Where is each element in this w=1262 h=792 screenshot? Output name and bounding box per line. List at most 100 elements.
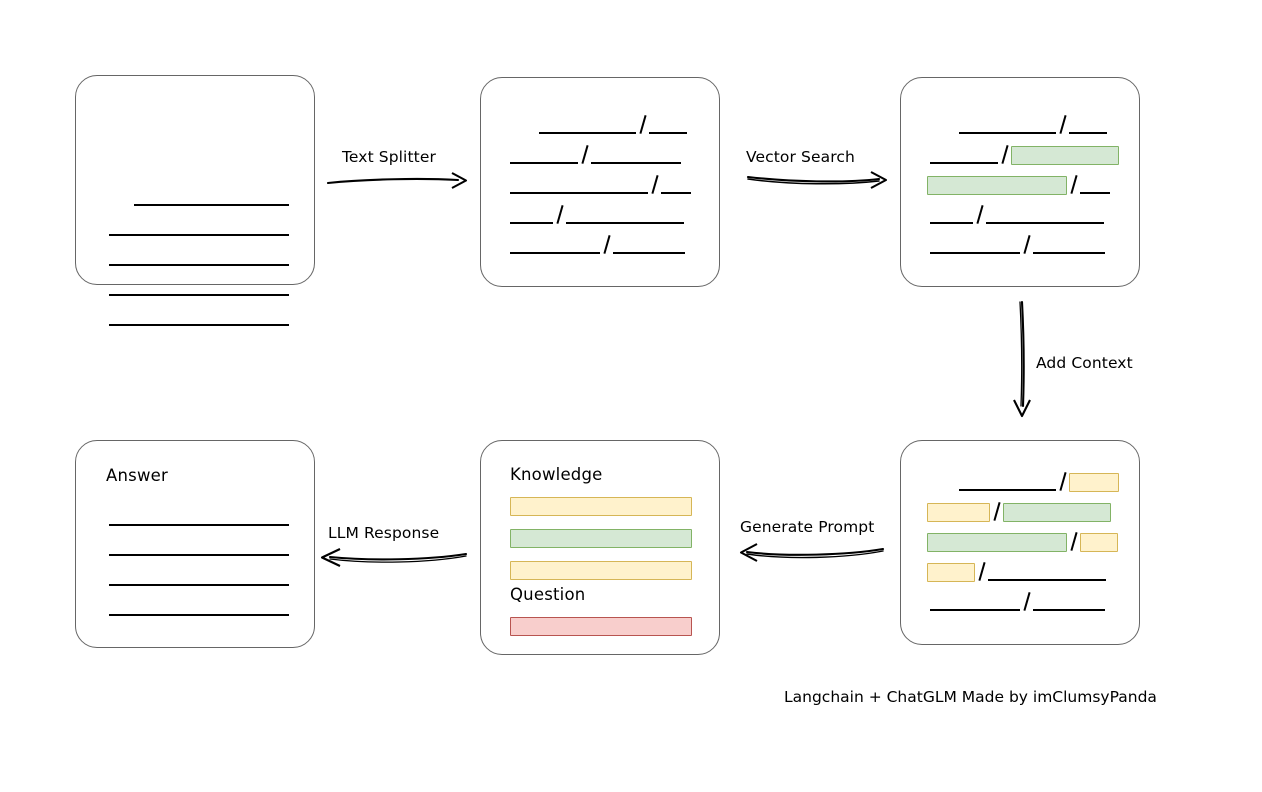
document-line [134,186,289,208]
document-line [927,561,1106,583]
text-line-segment [930,234,1020,256]
prompt-question-chunk [481,441,719,654]
edge-vector-search-arrow [746,171,888,189]
source-document-box[interactable] [75,75,315,326]
document-line [927,174,1110,196]
diagram-caption: Langchain + ChatGLM Made by imClumsyPand… [784,688,1157,706]
document-line [927,501,1111,523]
text-line-segment [1033,234,1105,256]
document-line [510,527,692,549]
context-document-box[interactable] [900,440,1140,645]
chunk-separator-icon [1056,114,1069,136]
chunk-separator-icon [973,204,986,226]
chunk-separator-icon [578,144,591,166]
answer-label: Answer [106,466,168,485]
document-line [539,114,687,136]
text-line-segment [134,186,289,208]
text-line-segment [109,216,289,238]
document-line [959,114,1107,136]
text-line-segment [1080,174,1110,196]
text-line-segment [613,234,685,256]
text-line-segment [109,306,289,328]
document-line [109,306,289,328]
document-line [109,566,289,588]
document-line [930,144,1119,166]
knowledge-chunk-yellow [510,560,692,580]
question-chunk-red [510,616,692,636]
document-line [109,216,289,238]
question-label: Question [510,585,586,604]
document-line [109,246,289,268]
document-line [109,506,289,528]
chunk-separator-icon [1020,234,1033,256]
text-line-segment [988,561,1106,583]
text-line-segment [1069,114,1107,136]
context-chunk-highlight [1069,472,1119,492]
document-line [927,531,1118,553]
edge-generate-prompt-arrow [739,543,885,562]
text-line-segment [959,471,1056,493]
chunk-separator-icon [648,174,661,196]
text-line-segment [649,114,687,136]
prompt-box[interactable]: Knowledge Question [480,440,720,655]
split-document-box[interactable] [480,77,720,287]
edge-vector-search-label: Vector Search [746,148,855,166]
text-line-segment [510,144,578,166]
split-document-lines [481,78,719,286]
chunk-separator-icon [990,501,1003,523]
document-line [930,204,1104,226]
knowledge-label: Knowledge [510,465,603,484]
prompt-knowledge-chunks [481,441,719,654]
text-line-segment [510,204,553,226]
edge-add-context-arrow [1013,300,1031,418]
chunk-separator-icon [1067,531,1080,553]
edge-llm-response-arrow [320,548,468,567]
knowledge-chunk-green [510,528,692,548]
text-line-segment [930,204,973,226]
text-line-segment [510,234,600,256]
text-line-segment [109,566,289,588]
document-line [510,204,684,226]
chunk-separator-icon [553,204,566,226]
text-line-segment [566,204,684,226]
knowledge-chunk-yellow [510,496,692,516]
text-line-segment [930,144,998,166]
chunk-separator-icon [1020,591,1033,613]
text-line-segment [591,144,681,166]
answer-lines [76,441,314,647]
context-chunk-highlight [1080,532,1118,552]
chunk-separator-icon [1067,174,1080,196]
edge-add-context-label: Add Context [1036,354,1133,372]
document-line [959,471,1119,493]
source-document-lines [76,76,314,326]
document-line [510,559,692,581]
text-line-segment [986,204,1104,226]
document-line [930,591,1105,613]
retrieved-chunk-highlight [1003,502,1111,522]
document-line [930,234,1105,256]
chunk-separator-icon [975,561,988,583]
document-line [510,495,692,517]
text-line-segment [510,174,648,196]
document-line [109,276,289,298]
text-line-segment [109,246,289,268]
context-chunk-highlight [927,502,990,522]
text-line-segment [661,174,691,196]
document-line [109,596,289,618]
text-line-segment [109,506,289,528]
text-line-segment [539,114,636,136]
retrieved-chunk-highlight [927,175,1067,195]
text-line-segment [109,596,289,618]
text-line-segment [930,591,1020,613]
text-line-segment [959,114,1056,136]
chunk-separator-icon [600,234,613,256]
vector-search-result-box[interactable] [900,77,1140,287]
context-chunk-highlight [927,562,975,582]
answer-box[interactable]: Answer [75,440,315,648]
edge-llm-response-label: LLM Response [328,524,440,542]
document-line [510,615,692,637]
document-line [109,536,289,558]
document-line [510,144,681,166]
retrieved-chunk-highlight [927,532,1067,552]
